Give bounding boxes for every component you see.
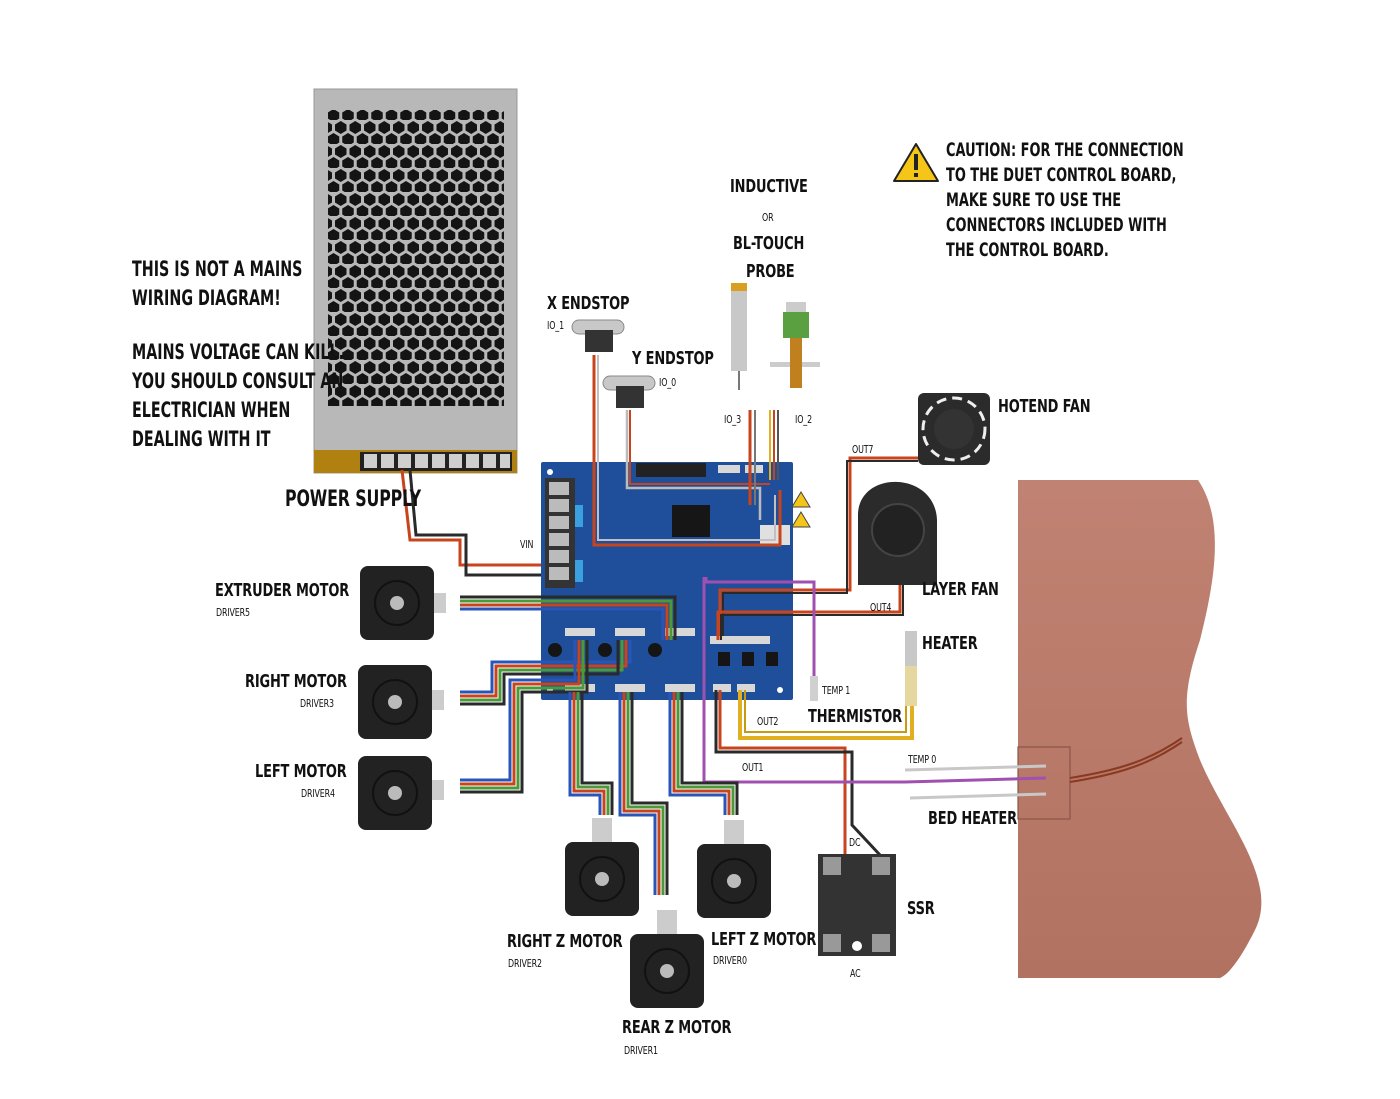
y-endstop-label: Y ENDSTOP — [632, 348, 714, 369]
rear-z-motor-label: REAR Z MOTOR — [622, 1017, 732, 1038]
thermistor-port: TEMP 1 — [822, 684, 851, 697]
bed-heater-label: BED HEATER — [928, 808, 1017, 829]
board-warning-icon — [791, 491, 811, 528]
warning-triangle-icon — [893, 143, 939, 182]
inductive-probe — [731, 283, 747, 390]
mains-warning-line-4: YOU SHOULD CONSULT AN — [132, 369, 344, 393]
probe-label-bltouch: BL-TOUCH — [733, 233, 805, 254]
probe-label-inductive: INDUCTIVE — [730, 176, 808, 197]
y-endstop-port: IO_0 — [659, 376, 676, 389]
ssr-label: SSR — [907, 898, 935, 919]
heater-port: OUT2 — [757, 715, 779, 728]
caution-line-4: CONNECTORS INCLUDED WITH — [946, 214, 1167, 236]
probe-port-io3: IO_3 — [724, 413, 741, 426]
bed-thermistor-port: TEMP 0 — [908, 753, 937, 766]
extruder-motor-driver: DRIVER5 — [216, 606, 250, 619]
power-supply — [313, 88, 518, 474]
duet-control-board — [541, 462, 793, 700]
hotend-fan-port: OUT7 — [852, 443, 874, 456]
left-motor — [358, 756, 444, 830]
heater-cartridge — [905, 631, 917, 706]
left-z-motor-driver: DRIVER0 — [713, 954, 747, 967]
mains-warning-line-5: ELECTRICIAN WHEN — [132, 398, 291, 422]
y-endstop — [602, 375, 656, 408]
thermistor-probe — [810, 676, 818, 701]
x-endstop-label: X ENDSTOP — [547, 293, 630, 314]
rear-z-motor-driver: DRIVER1 — [624, 1044, 658, 1057]
right-z-motor — [565, 818, 639, 916]
caution-line-3: MAKE SURE TO USE THE — [946, 189, 1122, 211]
hotend-fan — [918, 393, 990, 465]
rear-z-motor — [630, 910, 704, 1008]
mains-warning-line-1: THIS IS NOT A MAINS — [132, 257, 303, 281]
left-z-motor-label: LEFT Z MOTOR — [711, 929, 817, 950]
layer-fan-port: OUT4 — [870, 601, 892, 614]
power-supply-label: POWER SUPPLY — [285, 487, 421, 512]
thermistor-label: THERMISTOR — [808, 706, 902, 727]
heater-label: HEATER — [922, 633, 978, 654]
bed-heater-port: OUT1 — [742, 761, 764, 774]
mains-warning-line-3: MAINS VOLTAGE CAN KILL. — [132, 340, 345, 364]
caution-note: CAUTION: FOR THE CONNECTION TO THE DUET … — [946, 138, 1184, 263]
vin-port-label: VIN — [520, 538, 534, 551]
probe-label-or: OR — [762, 211, 774, 224]
caution-line-2: TO THE DUET CONTROL BOARD, — [946, 164, 1177, 186]
x-endstop-port: IO_1 — [547, 319, 564, 332]
ssr-dc-label: DC — [849, 836, 861, 849]
layer-fan-label: LAYER FAN — [922, 579, 999, 600]
probe-port-io2: IO_2 — [795, 413, 812, 426]
bltouch-probe — [770, 302, 820, 388]
right-motor-driver: DRIVER3 — [300, 697, 334, 710]
right-z-motor-driver: DRIVER2 — [508, 957, 542, 970]
extruder-motor-label: EXTRUDER MOTOR — [215, 580, 350, 601]
left-motor-label: LEFT MOTOR — [255, 761, 347, 782]
mains-warning-line-2: WIRING DIAGRAM! — [132, 286, 281, 310]
right-z-motor-label: RIGHT Z MOTOR — [507, 931, 623, 952]
caution-line-1: CAUTION: FOR THE CONNECTION — [946, 139, 1184, 161]
hotend-fan-label: HOTEND FAN — [998, 396, 1091, 417]
right-motor — [358, 665, 444, 739]
caution-line-5: THE CONTROL BOARD. — [946, 239, 1109, 261]
layer-fan — [858, 481, 937, 585]
probe-label-probe: PROBE — [746, 261, 795, 282]
left-z-motor — [697, 820, 771, 918]
right-motor-label: RIGHT MOTOR — [245, 671, 347, 692]
extruder-motor — [360, 566, 446, 640]
ssr-relay — [818, 854, 896, 956]
left-motor-driver: DRIVER4 — [301, 787, 335, 800]
ssr-ac-label: AC — [850, 967, 861, 980]
x-endstop — [571, 319, 625, 352]
heated-bed — [1017, 480, 1262, 978]
mains-warning-line-6: DEALING WITH IT — [132, 427, 271, 451]
